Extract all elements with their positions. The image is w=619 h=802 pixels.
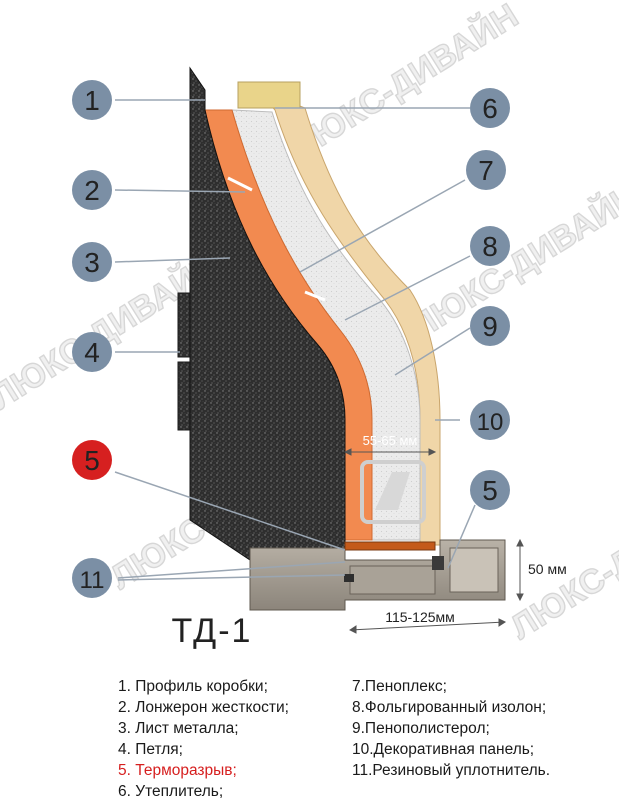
callout-8: 8 bbox=[470, 226, 510, 266]
dimension-lines bbox=[343, 448, 524, 634]
svg-text:9: 9 bbox=[482, 311, 498, 342]
legend-item: 8.Фольгированный изолон; bbox=[352, 699, 547, 716]
svg-text:10: 10 bbox=[477, 409, 504, 436]
stiffener bbox=[304, 290, 326, 302]
svg-text:11: 11 bbox=[80, 567, 105, 594]
svg-text:6: 6 bbox=[482, 93, 498, 124]
height-label: 50 мм bbox=[528, 561, 567, 577]
legend-item-highlight: 5. Терморазрыв; bbox=[118, 762, 237, 779]
svg-text:3: 3 bbox=[84, 247, 100, 278]
callout-1: 1 bbox=[72, 80, 112, 120]
watermark-text: ЛЮКС-ДИВАЙН bbox=[284, 0, 525, 167]
legend-item: 3. Лист металла; bbox=[118, 720, 239, 737]
legend-right: 7.Пеноплекс; 8.Фольгированный изолон; 9.… bbox=[352, 676, 550, 781]
frame-profile bbox=[249, 539, 506, 611]
stiffener bbox=[227, 176, 253, 192]
callout-6: 6 bbox=[470, 88, 510, 128]
callout-3: 3 bbox=[72, 242, 112, 282]
callout-11: 11 bbox=[72, 558, 112, 598]
thickness-label: 55-65 мм bbox=[363, 433, 418, 448]
callout-4: 4 bbox=[72, 332, 112, 372]
callout-9: 9 bbox=[470, 306, 510, 346]
width-label: 115-125мм bbox=[385, 609, 455, 625]
svg-text:7: 7 bbox=[478, 155, 494, 186]
callout-5-highlight: 5 bbox=[72, 440, 112, 480]
legend-item: 6. Утеплитель; bbox=[118, 783, 224, 800]
legend-item: 4. Петля; bbox=[118, 741, 183, 758]
metal-sheet bbox=[189, 66, 346, 561]
legend-item: 1. Профиль коробки; bbox=[118, 678, 268, 695]
legend-left: 1. Профиль коробки; 2. Лонжерон жесткост… bbox=[118, 676, 289, 802]
watermark-text: ЛЮКС-ДИВАЙН bbox=[404, 176, 619, 347]
callout-2: 2 bbox=[72, 170, 112, 210]
callout-7: 7 bbox=[466, 150, 506, 190]
svg-text:4: 4 bbox=[84, 337, 100, 368]
legend-item: 9.Пенополистерол; bbox=[352, 720, 490, 737]
legend-item: 2. Лонжерон жесткости; bbox=[118, 699, 289, 716]
legend-item: 7.Пеноплекс; bbox=[352, 678, 447, 695]
leader-lines bbox=[114, 99, 476, 581]
svg-text:2: 2 bbox=[84, 175, 100, 206]
callout-10: 10 bbox=[470, 400, 510, 440]
svg-text:5: 5 bbox=[482, 475, 498, 506]
callout-5-frame: 5 bbox=[470, 470, 510, 510]
callout-circles: 1 2 3 4 5 6 7 8 9 10 5 11 bbox=[72, 80, 510, 598]
model-title: ТД-1 bbox=[172, 612, 253, 650]
legend-item: 11.Резиновый уплотнитель. bbox=[352, 762, 551, 779]
legend-item: 10.Декоративная панель; bbox=[352, 741, 535, 758]
hinge bbox=[177, 292, 193, 431]
svg-text:1: 1 bbox=[84, 85, 100, 116]
brand-logo bbox=[360, 460, 426, 524]
svg-text:8: 8 bbox=[482, 231, 498, 262]
top-insulation bbox=[237, 81, 301, 109]
svg-text:5: 5 bbox=[84, 445, 100, 476]
